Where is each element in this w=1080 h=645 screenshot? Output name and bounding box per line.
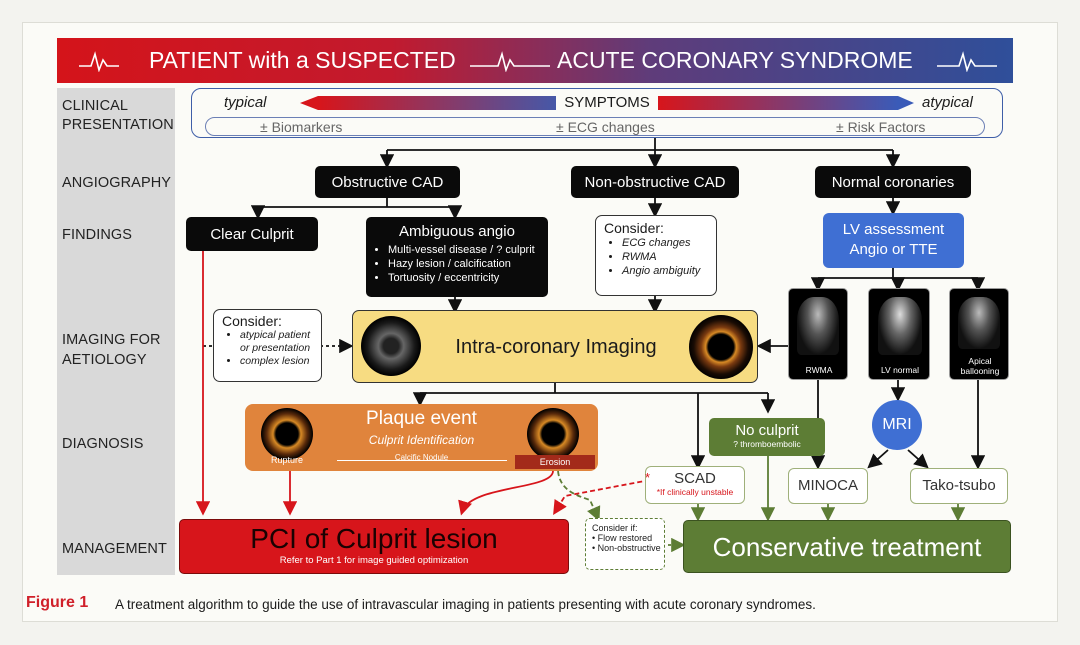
ambiguous-angio-list: Multi-vessel disease / ? culprit Hazy le…	[374, 243, 548, 285]
erosion-label: Erosion	[515, 455, 595, 469]
scad-title: SCAD	[674, 470, 716, 487]
lv-assessment-sub: Angio or TTE	[849, 241, 938, 258]
list-item: • Non-obstructive	[592, 543, 661, 553]
echo-heart-image	[797, 297, 839, 355]
ambiguous-angio-title: Ambiguous angio	[399, 223, 515, 240]
symptoms-right-arrowhead	[898, 96, 914, 110]
consider-imaging-title: Consider:	[222, 313, 282, 329]
intra-coronary-imaging-title: Intra-coronary Imaging	[455, 336, 657, 358]
echo-apical-label: Apical ballooning	[960, 356, 1000, 376]
list-item: • Flow restored	[592, 533, 653, 543]
scad-box: SCAD *If clinically unstable	[645, 466, 745, 504]
consider-findings-list: ECG changes RWMA Angio ambiguity	[608, 236, 716, 278]
scad-note: *If clinically unstable	[656, 487, 734, 497]
tako-tsubo-box: Tako-tsubo	[910, 468, 1008, 504]
title-banner: PATIENT with a SUSPECTED ACUTE CORONARY …	[57, 38, 1013, 83]
divider	[337, 460, 507, 461]
no-culprit-sub: ? thromboembolic	[733, 439, 801, 449]
clinical-factors-pill	[205, 117, 985, 136]
consider-if-title: Consider if:	[592, 523, 638, 533]
consider-findings-title: Consider:	[604, 220, 664, 236]
symptoms-title: SYMPTOMS	[564, 94, 650, 111]
normal-coronaries-box: Normal coronaries	[815, 166, 971, 198]
list-item: atypical patient or presentation	[240, 329, 321, 355]
plaque-event-sub: Culprit Identification	[368, 433, 475, 447]
row-label-column	[57, 88, 175, 575]
no-culprit-title: No culprit	[735, 422, 799, 439]
ivus-image	[361, 316, 421, 376]
plaque-event-title: Plaque event	[366, 408, 477, 429]
figure-label: Figure 1	[26, 594, 89, 611]
pci-culprit-sub: Refer to Part 1 for image guided optimiz…	[279, 555, 469, 566]
consider-imaging-list: atypical patient or presentation complex…	[226, 329, 321, 368]
symptoms-typical-label: typical	[224, 94, 267, 111]
biomarkers-text: ± Biomarkers	[260, 119, 343, 135]
list-item: ECG changes	[622, 236, 716, 250]
conservative-treatment-box: Conservative treatment	[683, 520, 1011, 573]
banner-left-text: PATIENT with a SUSPECTED	[149, 47, 456, 73]
ecg-trace-icon	[470, 51, 550, 72]
list-item: RWMA	[622, 250, 716, 264]
rupture-label: Rupture	[270, 455, 304, 465]
echo-lv-normal-image: LV normal	[868, 288, 930, 380]
symptoms-atypical-label: atypical	[922, 94, 973, 111]
rupture-image	[261, 408, 313, 460]
consider-findings-box: Consider: ECG changes RWMA Angio ambigui…	[595, 215, 717, 296]
ecg-trace-icon	[937, 51, 997, 72]
ambiguous-angio-box: Ambiguous angio Multi-vessel disease / ?…	[366, 217, 548, 297]
row-label-management: MANAGEMENT	[62, 541, 167, 557]
plaque-event-box: Plaque event Culprit Identification Calc…	[245, 404, 598, 471]
obstructive-cad-box: Obstructive CAD	[315, 166, 460, 198]
echo-heart-image	[878, 297, 922, 355]
clinical-presentation-box	[191, 88, 1003, 138]
consider-if-box: Consider if: • Flow restored • Non-obstr…	[585, 518, 665, 570]
non-obstructive-cad-box: Non-obstructive CAD	[571, 166, 739, 198]
list-item: Hazy lesion / calcification	[388, 257, 548, 271]
echo-lv-normal-label: LV normal	[880, 365, 920, 375]
ecg-trace-icon	[79, 51, 119, 72]
echo-rwma-label: RWMA	[805, 365, 833, 375]
consider-imaging-box: Consider: atypical patient or presentati…	[213, 309, 322, 382]
scad-star: *	[645, 470, 651, 485]
symptoms-left-arrow	[318, 96, 556, 110]
lv-assessment-title: LV assessment	[842, 221, 945, 238]
echo-apical-image: Apical ballooning	[949, 288, 1009, 380]
echo-rwma-image: RWMA	[788, 288, 848, 380]
list-item: Tortuosity / eccentricity	[388, 271, 548, 285]
list-item: complex lesion	[240, 355, 321, 368]
calcific-nodule-label: Calcific Nodule	[394, 453, 449, 462]
pci-culprit-box: PCI of Culprit lesion Refer to Part 1 fo…	[179, 519, 569, 574]
pci-culprit-title: PCI of Culprit lesion	[250, 523, 498, 554]
oct-image	[689, 315, 753, 379]
echo-heart-image	[958, 297, 1000, 349]
symptoms-left-arrowhead	[300, 96, 318, 110]
row-label-findings: FINDINGS	[62, 227, 133, 243]
risk-factors-text: ± Risk Factors	[836, 119, 926, 135]
row-label-clinical: CLINICAL PRESENTATION	[62, 98, 174, 133]
row-label-diagnosis: DIAGNOSIS	[62, 436, 144, 452]
row-label-imaging: IMAGING FOR AETIOLOGY	[62, 332, 161, 368]
list-item: Angio ambiguity	[622, 264, 716, 278]
banner-right-text: ACUTE CORONARY SYNDROME	[557, 47, 913, 73]
symptoms-right-arrow	[658, 96, 898, 110]
figure-caption: A treatment algorithm to guide the use o…	[115, 597, 816, 612]
clear-culprit-box: Clear Culprit	[186, 217, 318, 251]
erosion-image	[527, 408, 579, 460]
list-item: Multi-vessel disease / ? culprit	[388, 243, 548, 257]
row-label-angiography: ANGIOGRAPHY	[62, 175, 172, 191]
lv-assessment-box: LV assessment Angio or TTE	[823, 213, 964, 268]
ecg-changes-text: ± ECG changes	[556, 119, 655, 135]
mri-circle: MRI	[872, 400, 922, 450]
no-culprit-box: No culprit ? thromboembolic	[709, 418, 825, 456]
intra-coronary-imaging-box: Intra-coronary Imaging	[352, 310, 758, 383]
minoca-box: MINOCA	[788, 468, 868, 504]
